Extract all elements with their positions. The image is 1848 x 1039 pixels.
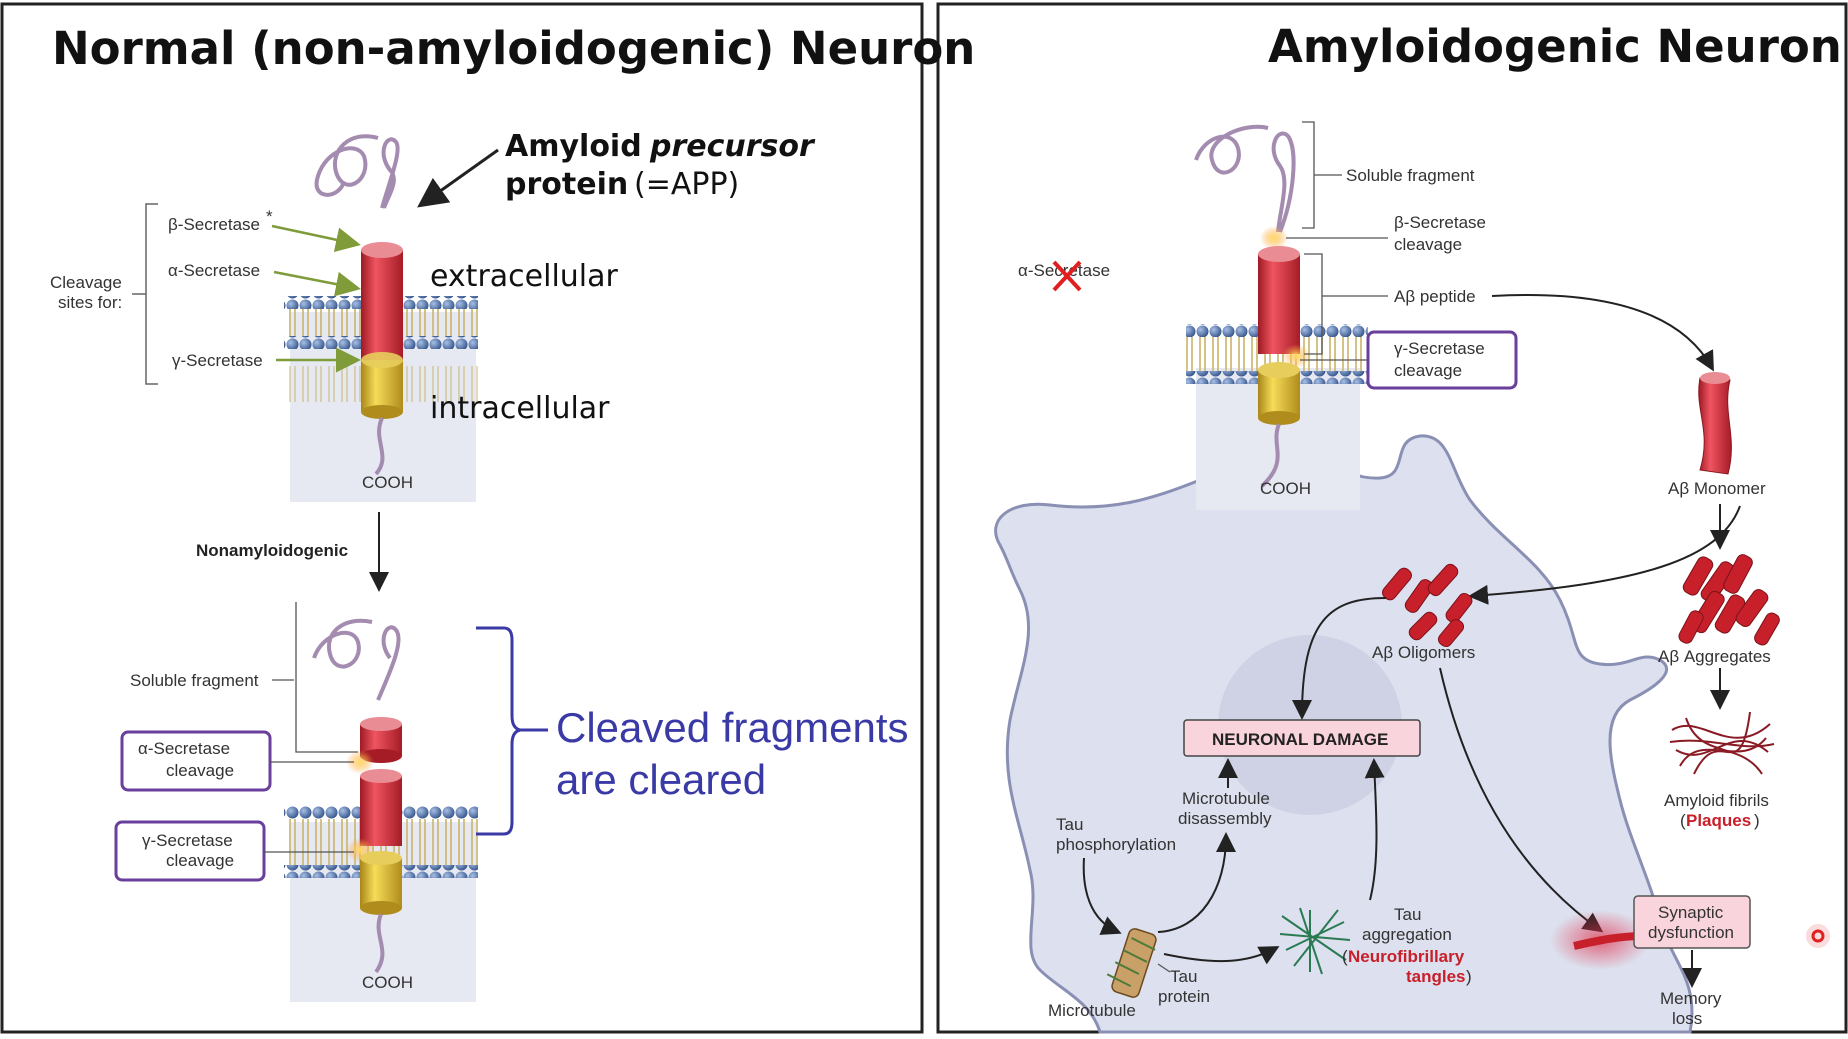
tau-to-aggregation-arrow [1163,946,1280,965]
alpha-cross-mark [1052,260,1082,292]
neuronal-damage-box [1183,719,1421,757]
gamma-cleavage-label-2: cleavage [166,851,234,870]
fibrils-shape [1669,711,1775,775]
plaques-label: Plaques [1686,811,1751,830]
cleavage-sites-label-2: sites for: [58,293,122,312]
neuronal-damage-label: NEURONAL DAMAGE [1212,730,1388,749]
aggregates-shape [1678,554,1780,646]
soluble-fragment-label: Soluble fragment [130,671,259,690]
tau-aggregation-label-1: Tau [1394,905,1421,924]
gamma-secretase-label: γ-Secretase [172,351,263,370]
app-label-amyloid: Amyloid [505,129,642,164]
app-diagram-bottom [284,618,478,1002]
intracellular-label: intracellular [430,391,610,426]
tangles-shape [1279,907,1351,975]
gamma-cleavage-right-label-1: γ-Secretase [1394,339,1485,358]
gamma-cleavage-label-1: γ-Secretase [142,831,233,850]
microtubule-shape [1106,928,1157,998]
memory-loss-label-2: loss [1672,1009,1702,1028]
pointer-dot-halo [1806,924,1830,948]
app-label-precursor: precursor [649,129,816,164]
memory-loss-label-1: Memory [1660,989,1722,1008]
alpha-secretase-label: α-Secretase [168,261,260,280]
beta-secretase-label: β-Secretase [168,215,260,234]
monomer-cap [1700,372,1730,384]
cooh-top-label: COOH [362,473,413,492]
beta-arrow [271,224,361,253]
soluble-fragment-bracket [272,602,358,753]
right-panel-title: Amyloidogenic Neuron [1268,20,1842,73]
app-pointer-arrow [417,148,499,208]
monomer-label: Aβ Monomer [1668,479,1766,498]
tau-protein-label-2: protein [1158,987,1210,1006]
cooh-right-label: COOH [1260,479,1311,498]
pointer-dot [1811,929,1825,943]
cleared-label-2: are cleared [556,756,766,803]
peptide-to-monomer-arrow [1491,293,1714,372]
tau-phosphorylation-label-2: phosphorylation [1056,835,1176,854]
cleavage-bracket [132,203,158,385]
fibrils-paren-close: ) [1754,811,1760,830]
beta-asterisk: * [266,207,273,226]
oligomers-to-synapse-arrow [1439,667,1604,933]
synaptic-dysfunction-label-2: dysfunction [1648,923,1734,942]
phosphorylation-arrow [1082,857,1122,935]
alpha-arrow [273,270,361,297]
abeta-peptide-bracket [1304,253,1388,355]
app-diagram-amyloidogenic [1186,124,1368,510]
beta-cleavage-right-label-1: β-Secretase [1394,213,1486,232]
fibrils-paren-open: ( [1680,811,1686,830]
soluble-fragment-right-bracket [1302,121,1342,229]
alpha-cleavage-label-1: α-Secretase [138,739,230,758]
tau-phosphorylation-label-1: Tau [1056,815,1083,834]
alpha-cleavage-label-2: cleavage [166,761,234,780]
fibrils-label: Amyloid fibrils [1664,791,1769,810]
tau-protein-leader [1157,963,1171,973]
beta-cleavage-right-label-2: cleavage [1394,235,1462,254]
oligomers-shape [1382,563,1473,648]
microtubule-disassembly-label-2: disassembly [1178,809,1272,828]
cleared-bracket [476,626,521,836]
aggregates-label: Aβ Aggregates [1658,647,1771,666]
gamma-cleavage-right-label-2: cleavage [1394,361,1462,380]
synaptic-dysfunction-label-1: Synaptic [1658,903,1724,922]
oligomers-label: Aβ Oligomers [1372,643,1475,662]
monomer-shape [1698,377,1732,475]
synaptic-dysfunction-box [1633,895,1751,949]
app-label-protein: protein [505,167,628,202]
cleared-label-1: Cleaved fragments [556,704,909,751]
alpha-cleavage-callout [120,730,272,792]
abeta-peptide-label: Aβ peptide [1394,287,1476,306]
left-panel-title: Normal (non-amyloidogenic) Neuron [52,22,975,75]
tangles-label-1: Neurofibrillary [1348,947,1465,966]
microtubule-to-disassembly-arrow [1157,832,1236,933]
app-label-abbrev: (=APP) [634,167,739,202]
left-panel-frame [0,2,924,1034]
gamma-cleavage-callout [114,820,266,882]
tangles-paren-close: ) [1466,967,1472,986]
cleavage-sites-label-1: Cleavage [50,273,122,292]
soluble-fragment-right-label: Soluble fragment [1346,166,1475,185]
tangles-label-2: tangles [1406,967,1466,986]
microtubule-disassembly-label-1: Microtubule [1182,789,1270,808]
tau-aggregation-label-2: aggregation [1362,925,1452,944]
app-diagram-top [284,134,478,502]
microtubule-label: Microtubule [1048,1001,1136,1020]
tangles-paren-open: ( [1342,947,1348,966]
aggregation-to-damage-arrow [1364,758,1385,901]
tau-protein-label-1: Tau [1170,967,1197,986]
pathway-label: Nonamyloidogenic [196,541,348,560]
monomer-to-oligomers-arrow [1468,505,1741,605]
extracellular-label: extracellular [430,259,619,294]
oligomers-to-damage-arrow [1292,597,1387,720]
cooh-bottom-label: COOH [362,973,413,992]
